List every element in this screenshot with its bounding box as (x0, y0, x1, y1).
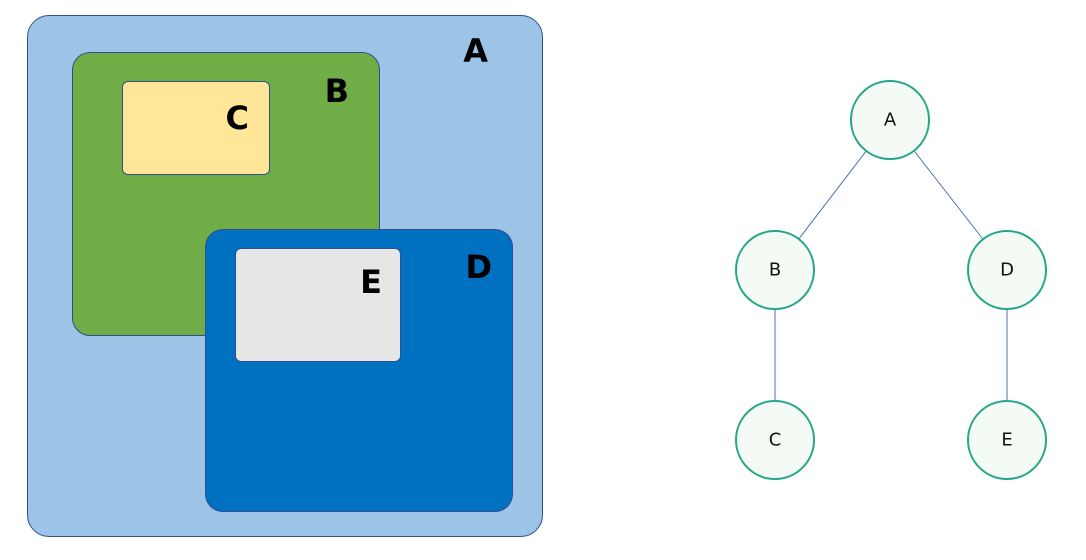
box-d-label: D (465, 248, 492, 286)
box-c-label: C (225, 99, 249, 137)
tree-node-label: A (884, 110, 897, 131)
box-c: C (122, 81, 270, 175)
tree-node-a: A (850, 80, 930, 160)
tree-node-c: C (735, 400, 815, 480)
box-b-label: B (324, 72, 349, 110)
tree-diagram: A B D C E (735, 80, 1047, 480)
box-a-label: A (463, 32, 488, 70)
tree-edges (774, 150, 1008, 401)
tree-edge-a-d (913, 150, 984, 240)
tree-node-circle (850, 80, 930, 160)
box-e-label: E (360, 263, 382, 301)
tree-node-d: D (967, 230, 1047, 310)
tree-edge-a-b (798, 150, 867, 240)
box-e: E (235, 248, 401, 362)
tree-node-label: B (769, 260, 781, 281)
tree-node-label: D (1000, 260, 1014, 281)
tree-node-b: B (735, 230, 815, 310)
tree-node-circle (735, 400, 815, 480)
tree-node-circle (967, 230, 1047, 310)
tree-node-e: E (967, 400, 1047, 480)
tree-node-circle (967, 400, 1047, 480)
tree-nodes: A B D C E (735, 80, 1047, 480)
tree-node-circle (735, 230, 815, 310)
tree-node-label: C (769, 430, 782, 451)
tree-node-label: E (1001, 430, 1012, 451)
